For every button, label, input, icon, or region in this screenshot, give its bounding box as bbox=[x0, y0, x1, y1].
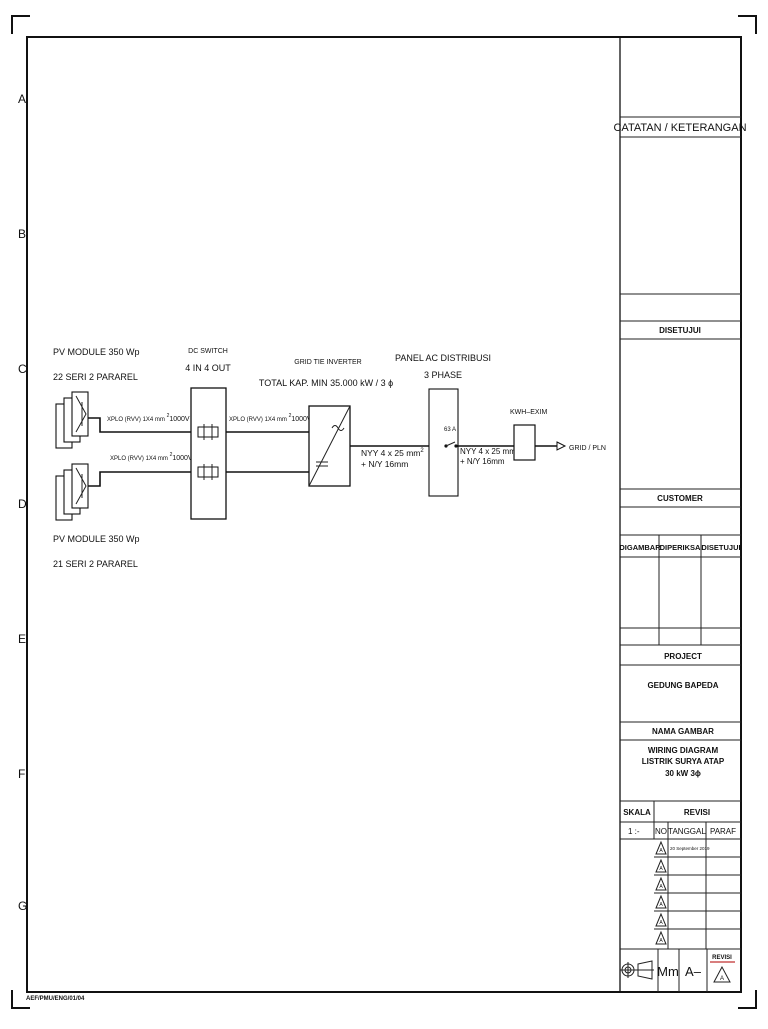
sheet-frame bbox=[26, 36, 742, 993]
row-marker: A bbox=[18, 92, 26, 106]
scale-value: 1 :- bbox=[628, 827, 640, 836]
document-code: AEF/PMU/ENG/01/04 bbox=[26, 996, 85, 1002]
revision-heading: REVISI bbox=[684, 808, 710, 817]
row-marker: C bbox=[18, 362, 27, 376]
row-marker: B bbox=[18, 227, 26, 241]
table-row: A bbox=[655, 858, 667, 873]
table-row: A bbox=[655, 876, 667, 891]
rev-col-no: NO bbox=[655, 827, 667, 836]
panel-label: PANEL AC DISTRIBUSI bbox=[395, 353, 491, 363]
revision-number: A bbox=[659, 884, 663, 890]
ac-cable-label-1: NYY 4 x 25 mm2 bbox=[361, 448, 424, 458]
revision-triangle-icon bbox=[713, 965, 731, 983]
dc-switch-contact-icon bbox=[197, 424, 219, 440]
pv-top-strings: 22 SERI 2 PARAREL bbox=[53, 372, 138, 382]
dc-cable-label-inverter: XPLO (RVV) 1X4 mm 21000V bbox=[229, 413, 312, 423]
revision-number: A bbox=[659, 902, 663, 908]
panel-breaker-rating: 63 A bbox=[444, 427, 456, 433]
revision-number: A bbox=[659, 938, 663, 944]
revision-rows: A 20 September 2019 A A A A A bbox=[655, 840, 710, 945]
pv-array-top-icon bbox=[55, 391, 89, 449]
kwh-meter-box bbox=[513, 424, 536, 461]
drawing-heading: NAMA GAMBAR bbox=[652, 727, 714, 736]
sign-col-approved: DISETUJUI bbox=[701, 543, 740, 552]
grid-label: GRID / PLN bbox=[569, 445, 606, 452]
ac-cable-label-1b: + N/Y 16mm bbox=[361, 459, 408, 469]
dc-wire-top bbox=[88, 417, 191, 433]
pv-bottom-strings: 21 SERI 2 PARAREL bbox=[53, 559, 138, 569]
dc-switch-ports: 4 IN 4 OUT bbox=[185, 363, 231, 373]
revision-date: 20 September 2019 bbox=[670, 846, 710, 851]
notes-heading: CATATAN / KETERANGAN bbox=[613, 122, 746, 134]
rev-col-date: TANGGAL bbox=[668, 827, 706, 836]
revision-footer-label: REVISI bbox=[712, 955, 732, 961]
approved-heading: DISETUJUI bbox=[659, 326, 701, 335]
corner-marks bbox=[11, 15, 757, 1009]
paper-size-label: A– bbox=[685, 964, 702, 979]
project-name: GEDUNG BAPEDA bbox=[647, 681, 718, 690]
sign-col-drawn: DIGAMBAR bbox=[619, 543, 661, 552]
dc-cable-label-bottom: XPLO (RVV) 1X4 mm 21000V bbox=[110, 452, 193, 462]
customer-heading: CUSTOMER bbox=[657, 494, 703, 503]
revision-number: A bbox=[659, 848, 663, 854]
pv-top-label: PV MODULE 350 Wp bbox=[53, 347, 140, 357]
wiring-diagram: PV MODULE 350 Wp 22 SERI 2 PARAREL PV MO… bbox=[53, 347, 606, 569]
revision-number: A bbox=[659, 866, 663, 872]
table-row: A 20 September 2019 bbox=[655, 840, 710, 855]
dc-switch-box bbox=[190, 387, 227, 520]
row-marker: F bbox=[18, 767, 25, 781]
inverter-capacity: TOTAL KAP. MIN 35.000 kW / 3 ɸ bbox=[259, 378, 393, 388]
dc-switch-label: DC SWITCH bbox=[188, 348, 228, 355]
unit-label: Mm bbox=[657, 964, 679, 979]
row-markers: A B C D E F G bbox=[18, 92, 27, 913]
ac-cable-label-2b: + N/Y 16mm bbox=[460, 457, 505, 466]
scale-heading: SKALA bbox=[623, 808, 651, 817]
revision-number: A bbox=[659, 920, 663, 926]
grid-arrow-icon bbox=[556, 441, 567, 451]
drawing-name-line: WIRING DIAGRAM bbox=[648, 746, 719, 755]
drawing-name-line: LISTRIK SURYA ATAP bbox=[642, 757, 725, 766]
table-row: A bbox=[655, 912, 667, 927]
project-heading: PROJECT bbox=[664, 652, 702, 661]
pv-array-bottom-icon bbox=[55, 463, 89, 521]
dc-wire-bottom bbox=[88, 471, 191, 487]
ac-cable-label-2: NYY 4 x 25 mm2 bbox=[460, 446, 520, 456]
revision-triangle-mark: A bbox=[720, 976, 724, 982]
pv-bottom-label: PV MODULE 350 Wp bbox=[53, 534, 140, 544]
kwh-meter-label: KWH–EXIM bbox=[510, 409, 548, 416]
title-block: CATATAN / KETERANGAN DISETUJUI CUSTOMER … bbox=[613, 116, 747, 992]
drawing-name-line: 30 kW 3ɸ bbox=[665, 769, 701, 778]
projection-symbol-icon bbox=[620, 960, 654, 980]
dc-switch-contact-icon bbox=[197, 464, 219, 480]
rev-col-sign: PARAF bbox=[710, 827, 736, 836]
table-row: A bbox=[655, 894, 667, 909]
panel-phase: 3 PHASE bbox=[424, 370, 462, 380]
row-marker: G bbox=[18, 899, 27, 913]
row-marker: D bbox=[18, 497, 27, 511]
inverter-label: GRID TIE INVERTER bbox=[294, 359, 361, 366]
dc-cable-label-top: XPLO (RVV) 1X4 mm 21000V bbox=[107, 413, 190, 423]
row-marker: E bbox=[18, 632, 26, 646]
table-row: A bbox=[655, 930, 667, 945]
inverter-icon bbox=[308, 405, 351, 487]
sign-col-checked: DIPERIKSA bbox=[660, 543, 701, 552]
